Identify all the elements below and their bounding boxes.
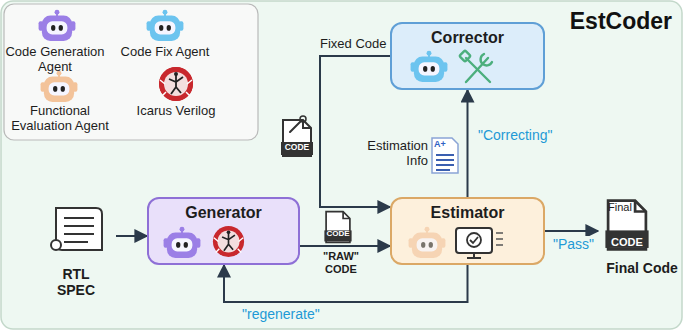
annotation: Estimation Info — [350, 139, 428, 169]
icarus-logo-icon — [213, 226, 244, 257]
edge-label: "RAW" CODE — [313, 250, 369, 275]
diagram-title: EstCoder — [560, 8, 672, 34]
node-caption: RTL SPEC — [51, 266, 101, 298]
tools-icon — [459, 50, 492, 82]
icon-caption: CODE — [280, 143, 314, 153]
spec-scroll-icon — [51, 208, 102, 250]
legend-logo-disc — [159, 67, 193, 101]
monitor-check-icon — [456, 228, 503, 258]
evaluation-robot-icon — [409, 227, 446, 258]
fixed-code-icon — [281, 120, 313, 156]
legend-logo-icon — [159, 67, 193, 101]
process-box: Estimator — [390, 197, 545, 265]
icon-node: RTL SPEC — [36, 200, 116, 300]
icon-caption: CODE — [604, 236, 650, 249]
legend-robot-icon — [147, 10, 184, 41]
box-title: Estimator — [431, 204, 505, 222]
edge-label: "regenerate" — [240, 306, 322, 322]
process-box: Corrector — [390, 22, 545, 90]
legend-swatch — [40, 70, 78, 104]
legend-robot-icon — [39, 10, 76, 41]
legend-swatch — [38, 9, 76, 43]
connector-arrow — [467, 90, 469, 197]
legend-text: Code Fix Agent — [115, 45, 215, 60]
generator-robot-icon — [164, 227, 201, 258]
legend-text: Code Generation Agent — [0, 45, 111, 75]
legend-swatch — [158, 66, 194, 102]
box-title: Corrector — [431, 29, 504, 47]
estimation-info-icon — [432, 138, 458, 173]
edge-label: "Pass" — [551, 236, 596, 252]
connector-arrow — [320, 56, 390, 207]
edge-label: "Correcting" — [476, 127, 555, 143]
box-title: Generator — [185, 204, 261, 222]
wrench-mark — [290, 116, 306, 132]
edge-label: Fixed Code — [318, 37, 388, 52]
legend-robot-icon — [41, 71, 78, 102]
fix-robot-icon — [411, 51, 448, 82]
connector-arrow — [545, 230, 598, 232]
connector-arrow — [116, 235, 147, 237]
legend-text: Functional Evaluation Agent — [4, 104, 116, 134]
legend-swatch — [146, 9, 184, 43]
annotation: A+ — [434, 139, 446, 149]
node-caption: Final Code — [606, 260, 678, 276]
annotation: Final — [608, 201, 632, 214]
process-box: Generator — [147, 197, 300, 265]
icon-caption: CODE — [322, 229, 354, 238]
legend-text: Icarus Verilog — [133, 104, 219, 119]
connector-arrow — [300, 245, 390, 247]
